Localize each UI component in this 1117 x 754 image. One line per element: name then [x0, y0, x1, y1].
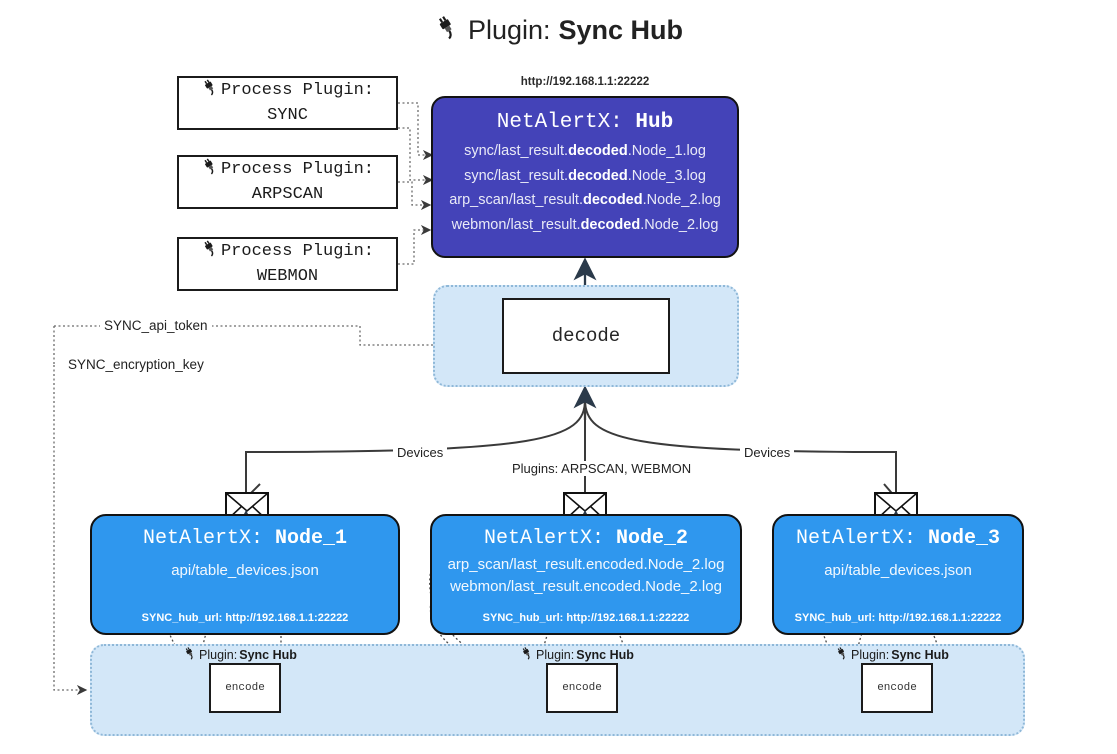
- encode-plugin-name: Sync Hub: [239, 647, 297, 662]
- process-plugin-label: Process Plugin:: [220, 81, 375, 101]
- hub-log-line: arp_scan/last_result.decoded.Node_2.log: [449, 193, 721, 208]
- encode-plugin-label: Plugin: Sync Hub: [183, 646, 297, 663]
- decode-box[interactable]: decode: [502, 298, 670, 374]
- node-footer: SYNC_hub_url: http://192.168.1.1:22222: [794, 612, 1002, 624]
- node-footer: SYNC_hub_url: http://192.168.1.1:22222: [141, 612, 349, 624]
- plug-icon: [183, 646, 197, 663]
- log-bold: decoded: [580, 216, 641, 233]
- process-plugin-heading: Process Plugin:: [201, 239, 374, 266]
- log-bold: decoded: [582, 192, 643, 208]
- node-title-prefix: NetAlertX:: [795, 527, 916, 550]
- node-title: NetAlertX: Node_3: [774, 527, 1022, 550]
- encode-plugin-prefix: Plugin:: [851, 647, 890, 662]
- plug-icon: [835, 646, 849, 663]
- node-line: arp_scan/last_result.encoded.Node_2.log: [447, 556, 725, 573]
- hub-node[interactable]: NetAlertX: Hub sync/last_result.decoded.…: [431, 96, 739, 258]
- process-plugin-value: SYNC: [267, 106, 308, 125]
- process-plugin-value: WEBMON: [256, 267, 319, 286]
- sync-api-token-label: SYNC_api_token: [100, 318, 212, 333]
- log-bold: decoded: [568, 143, 628, 159]
- log-pre: webmon/last_result.: [451, 216, 581, 233]
- plug-icon: [201, 239, 219, 266]
- encode-box[interactable]: encode: [861, 663, 933, 713]
- hub-title-name: Hub: [635, 111, 674, 134]
- node-title: NetAlertX: Node_1: [92, 527, 398, 550]
- title-prefix: Plugin:: [467, 15, 551, 45]
- node-title: NetAlertX: Node_2: [432, 527, 740, 550]
- plug-icon: [201, 78, 219, 105]
- node-line: webmon/last_result.encoded.Node_2.log: [450, 578, 722, 595]
- encode-box[interactable]: encode: [546, 663, 618, 713]
- process-plugin-heading: Process Plugin:: [201, 78, 374, 105]
- log-pre: sync/last_result.: [464, 143, 569, 159]
- hub-title: NetAlertX: Hub: [433, 111, 737, 134]
- encode-plugin-name: Sync Hub: [576, 647, 634, 662]
- node-box-node-3[interactable]: NetAlertX: Node_3 api/table_devices.json…: [772, 514, 1024, 635]
- node-title-name: Node_1: [275, 527, 348, 550]
- log-pre: arp_scan/last_result.: [449, 192, 583, 208]
- node-title-name: Node_3: [928, 527, 1001, 550]
- plug-icon: [520, 646, 534, 663]
- node-line: api/table_devices.json: [824, 562, 972, 579]
- log-post: .Node_3.log: [627, 167, 706, 184]
- encode-box[interactable]: encode: [209, 663, 281, 713]
- log-post: .Node_2.log: [640, 216, 719, 233]
- process-plugin-heading: Process Plugin:: [201, 157, 374, 184]
- process-plugin-label: Process Plugin:: [220, 242, 375, 262]
- encode-plugin-prefix: Plugin:: [199, 647, 238, 662]
- encode-plugin-label: Plugin: Sync Hub: [520, 646, 634, 663]
- node-box-node-1[interactable]: NetAlertX: Node_1 api/table_devices.json…: [90, 514, 400, 635]
- process-plugin-box-arpscan[interactable]: Process Plugin: ARPSCAN: [177, 155, 398, 209]
- hub-log-line: sync/last_result.decoded.Node_3.log: [464, 167, 706, 184]
- hub-log-line: sync/last_result.decoded.Node_1.log: [464, 144, 706, 159]
- log-post: .Node_1.log: [627, 143, 706, 159]
- encode-plugin-label: Plugin: Sync Hub: [835, 646, 949, 663]
- plug-icon: [201, 157, 219, 184]
- node-title-prefix: NetAlertX:: [483, 527, 604, 550]
- process-plugin-box-webmon[interactable]: Process Plugin: WEBMON: [177, 237, 398, 291]
- node-footer: SYNC_hub_url: http://192.168.1.1:22222: [482, 612, 690, 624]
- log-post: .Node_2.log: [642, 192, 721, 208]
- process-plugin-value: ARPSCAN: [251, 185, 324, 204]
- process-plugin-label: Process Plugin:: [220, 160, 375, 180]
- node-line: api/table_devices.json: [171, 562, 319, 579]
- title-name: Sync Hub: [558, 15, 684, 45]
- plug-icon: [434, 14, 460, 47]
- node-title-name: Node_2: [616, 527, 689, 550]
- process-plugin-box-sync[interactable]: Process Plugin: SYNC: [177, 76, 398, 130]
- hub-url-label: http://192.168.1.1:22222: [520, 76, 650, 88]
- sync-encryption-key-label: SYNC_encryption_key: [64, 357, 208, 372]
- devices-label-right: Devices: [740, 445, 795, 460]
- devices-label-left: Devices: [393, 445, 448, 460]
- log-pre: sync/last_result.: [464, 167, 569, 184]
- page-title: Plugin: Sync Hub: [0, 14, 1117, 47]
- log-bold: decoded: [568, 167, 628, 184]
- plugins-label: Plugins: ARPSCAN, WEBMON: [508, 461, 696, 476]
- hub-title-prefix: NetAlertX:: [496, 111, 623, 134]
- node-box-node-2[interactable]: NetAlertX: Node_2 arp_scan/last_result.e…: [430, 514, 742, 635]
- node-title-prefix: NetAlertX:: [142, 527, 263, 550]
- encode-plugin-name: Sync Hub: [891, 647, 949, 662]
- hub-log-line: webmon/last_result.decoded.Node_2.log: [451, 216, 719, 233]
- encode-plugin-prefix: Plugin:: [536, 647, 575, 662]
